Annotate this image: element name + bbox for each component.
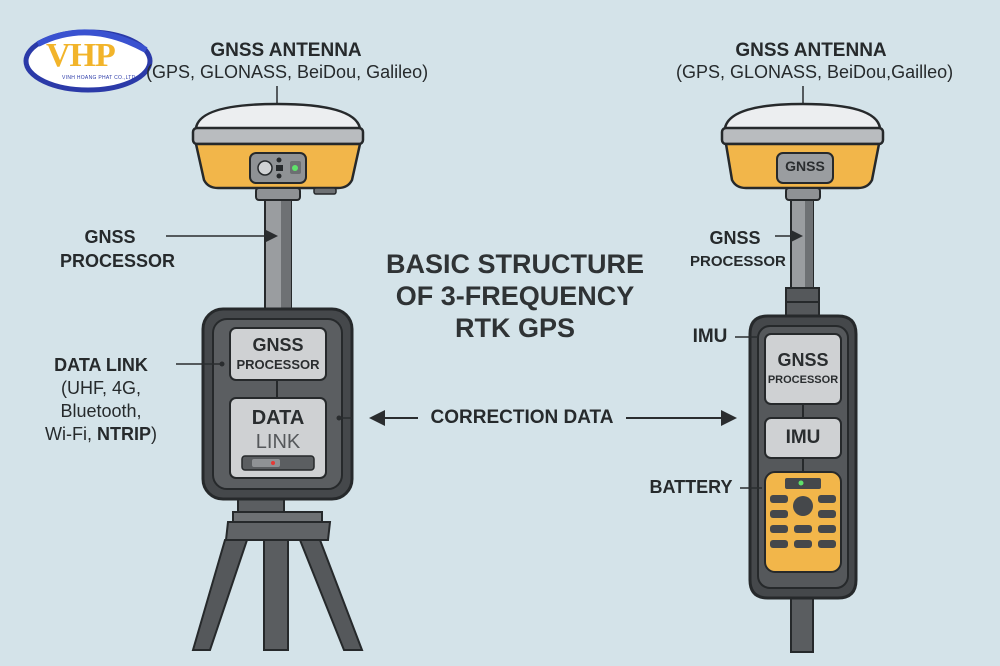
title-line2: OF 3-FREQUENCY <box>395 281 635 311</box>
right-antenna-label: GNSS ANTENNA <box>735 40 887 61</box>
left-datalink-led-icon <box>271 461 275 465</box>
logo-ellipse-icon <box>23 29 153 93</box>
title-line1: BASIC STRUCTURE <box>385 249 644 279</box>
right-processor-label-line2: PROCESSOR <box>690 253 786 270</box>
left-datalink-sub-line3: Wi-Fi, NTRIP) <box>45 424 157 444</box>
logo-text: VHP <box>46 37 116 74</box>
right-imu-label: IMU <box>692 326 728 347</box>
left-datalink-title: DATA LINK <box>54 355 148 375</box>
right-battery-label: BATTERY <box>649 477 733 497</box>
left-datalink-label: DATA LINK (UHF, 4G, Bluetooth, Wi-Fi, NT… <box>26 354 176 446</box>
left-processor-label-line1: GNSS <box>84 227 136 247</box>
right-handheld-unit <box>748 314 858 600</box>
left-box-processor-text: GNSS PROCESSOR <box>236 335 320 372</box>
right-battery-led-icon <box>798 480 804 486</box>
left-processor-label-line2: PROCESSOR <box>60 251 176 271</box>
right-antenna <box>720 86 885 201</box>
left-antenna-sublabel: (GPS, GLONASS, BeiDou, Galileo) <box>146 62 429 82</box>
left-processor-label: GNSS PROCESSOR <box>60 225 176 273</box>
title-line3: RTK GPS <box>454 313 575 343</box>
right-box-imu-text: IMU <box>785 427 821 448</box>
diagram-title: BASIC STRUCTURE OF 3-FREQUENCY RTK GPS <box>360 248 670 344</box>
left-tripod <box>191 494 364 651</box>
correction-data-label: CORRECTION DATA <box>430 407 614 428</box>
left-datalink-sub-line2: Bluetooth, <box>60 401 142 421</box>
left-box-datalink-text: DATA LINK <box>251 407 305 453</box>
right-antenna-sublabel: (GPS, GLONASS, BeiDou,Gailleo) <box>676 62 954 82</box>
left-antenna-led-icon <box>292 165 298 171</box>
right-box-processor-text: GNSS PROCESSOR <box>767 350 839 386</box>
left-datalink-sub-line1: (UHF, 4G, <box>60 378 141 398</box>
logo-subtitle: VINH HOANG PHAT CO.,LTD <box>62 75 136 81</box>
right-antenna-badge: GNSS <box>785 158 825 174</box>
right-processor-label: GNSS PROCESSOR <box>690 226 786 274</box>
left-pole <box>264 197 292 314</box>
left-antenna <box>191 86 365 201</box>
left-antenna-label: GNSS ANTENNA <box>210 40 362 61</box>
right-processor-label-line1: GNSS <box>709 228 761 248</box>
left-control-unit <box>201 307 354 501</box>
